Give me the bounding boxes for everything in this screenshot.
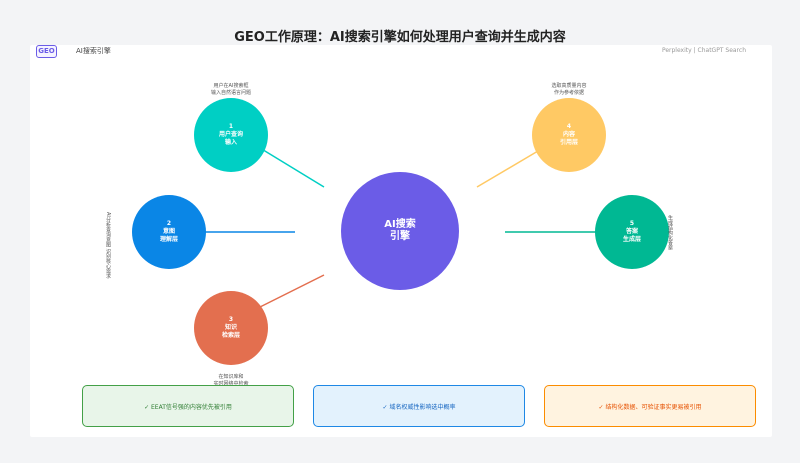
insight-text: ✓ 域名权威性影响选中概率	[382, 403, 456, 411]
node-label-2: 生成层	[622, 236, 641, 244]
node-label-1: 知识	[224, 323, 237, 331]
node-label-1: 答案	[625, 227, 638, 235]
connector-3	[259, 274, 325, 308]
annotation-intent: AI分析查询意图 识别核心需求	[104, 212, 111, 279]
node-label-2: 引用层	[559, 139, 578, 147]
connector-4	[476, 150, 539, 188]
node-label-1: 用户查询	[218, 130, 243, 138]
node-retrieval: 3 知识 检索层	[194, 291, 268, 365]
header-label: AI搜索引擎	[76, 47, 111, 55]
page-title: GEO工作原理：AI搜索引擎如何处理用户查询并生成内容	[234, 30, 566, 45]
annotation-citation: 选取高质量内容 作为参考依据	[532, 83, 606, 97]
node-number: 4	[566, 122, 572, 130]
insight-text: ✓ 结构化数据、可验证事实更易被引用	[598, 403, 702, 411]
annotation-line: 选取高质量内容	[551, 83, 587, 89]
insight-text: ✓ EEAT信号强的内容优先被引用	[144, 403, 232, 411]
annotation-line: 实时网络中检索	[213, 381, 249, 387]
annotation-line: 生成结构化答案	[667, 215, 673, 250]
node-user-query: 1 用户查询 输入	[194, 98, 268, 172]
node-label-1: 意图	[162, 227, 175, 235]
center-label-1: AI搜索	[384, 218, 416, 230]
annotation-line: 用户在AI搜索框	[213, 83, 249, 89]
node-label-2: 检索层	[221, 332, 240, 340]
node-generation: 5 答案 生成层	[595, 195, 669, 269]
node-number: 3	[228, 315, 234, 323]
node-number: 1	[228, 122, 234, 130]
annotation-line: 在知识库和	[218, 374, 244, 380]
annotation-line: 输入自然语言问题	[210, 90, 251, 96]
header-platforms: Perplexity | ChatGPT Search	[661, 47, 746, 54]
center-label-2: 引擎	[390, 231, 410, 242]
ai-search-engine-node: AI搜索 引擎	[341, 172, 459, 290]
annotation-generation: 生成结构化答案	[666, 215, 673, 250]
node-label-1: 内容	[562, 130, 575, 138]
annotation-line: 识别核心需求	[105, 248, 111, 279]
node-citation: 4 内容 引用层	[532, 98, 606, 172]
connector-1	[259, 147, 325, 188]
geo-logo: GEO	[36, 45, 57, 58]
connector-lines	[205, 147, 597, 308]
insight-box-structured: ✓ 结构化数据、可验证事实更易被引用	[544, 385, 756, 427]
node-intent: 2 意图 理解层	[132, 195, 206, 269]
insight-box-authority: ✓ 域名权威性影响选中概率	[313, 385, 525, 427]
insight-box-eeat: ✓ EEAT信号强的内容优先被引用	[82, 385, 294, 427]
annotation-retrieval: 在知识库和 实时网络中检索	[194, 374, 268, 388]
node-number: 5	[629, 219, 635, 227]
annotation-line: AI分析查询意图	[105, 212, 111, 247]
node-number: 2	[166, 219, 172, 227]
annotation-user-query: 用户在AI搜索框 输入自然语言问题	[194, 83, 268, 97]
node-label-2: 输入	[224, 139, 237, 147]
diagram-card: GEO AI搜索引擎 Perplexity | ChatGPT Search A…	[30, 45, 772, 437]
annotation-line: 作为参考依据	[553, 90, 584, 96]
node-label-2: 理解层	[159, 236, 178, 244]
